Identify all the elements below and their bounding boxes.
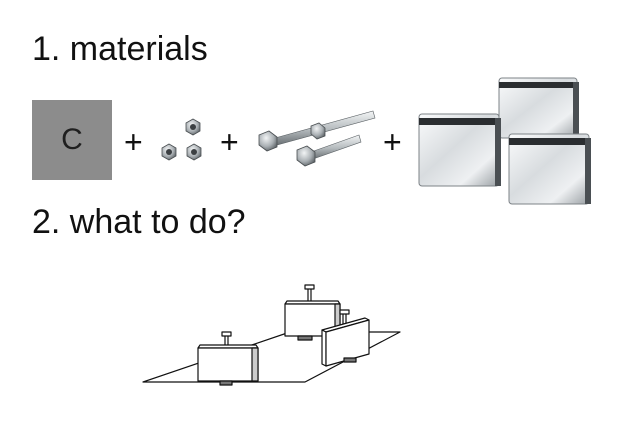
glass-clamps-group (418, 77, 591, 205)
glass-clamp-icon (418, 113, 501, 187)
assembly-clamp-right (321, 309, 370, 367)
plus-sign-2: + (220, 124, 239, 160)
assembly-clamp-front (197, 331, 259, 386)
assembly-clamp-back (284, 284, 341, 341)
nuts-group (161, 118, 202, 161)
board-letter: C (61, 123, 83, 156)
plus-sign-3: + (383, 124, 402, 160)
bolts-group (258, 110, 376, 167)
glass-clamp-icon (498, 77, 579, 139)
nut-icon (161, 143, 177, 161)
plus-sign-1: + (124, 124, 143, 160)
step-2-heading: 2. what to do? (32, 203, 246, 241)
bolt-icon (258, 110, 376, 152)
nut-icon (186, 143, 202, 161)
glass-clamp-icon (508, 133, 591, 205)
board-c: C (32, 100, 112, 180)
nut-icon (185, 118, 201, 136)
step-1-heading: 1. materials (32, 30, 208, 68)
bolt-icon (296, 134, 362, 167)
assembly-diagram (142, 284, 401, 386)
